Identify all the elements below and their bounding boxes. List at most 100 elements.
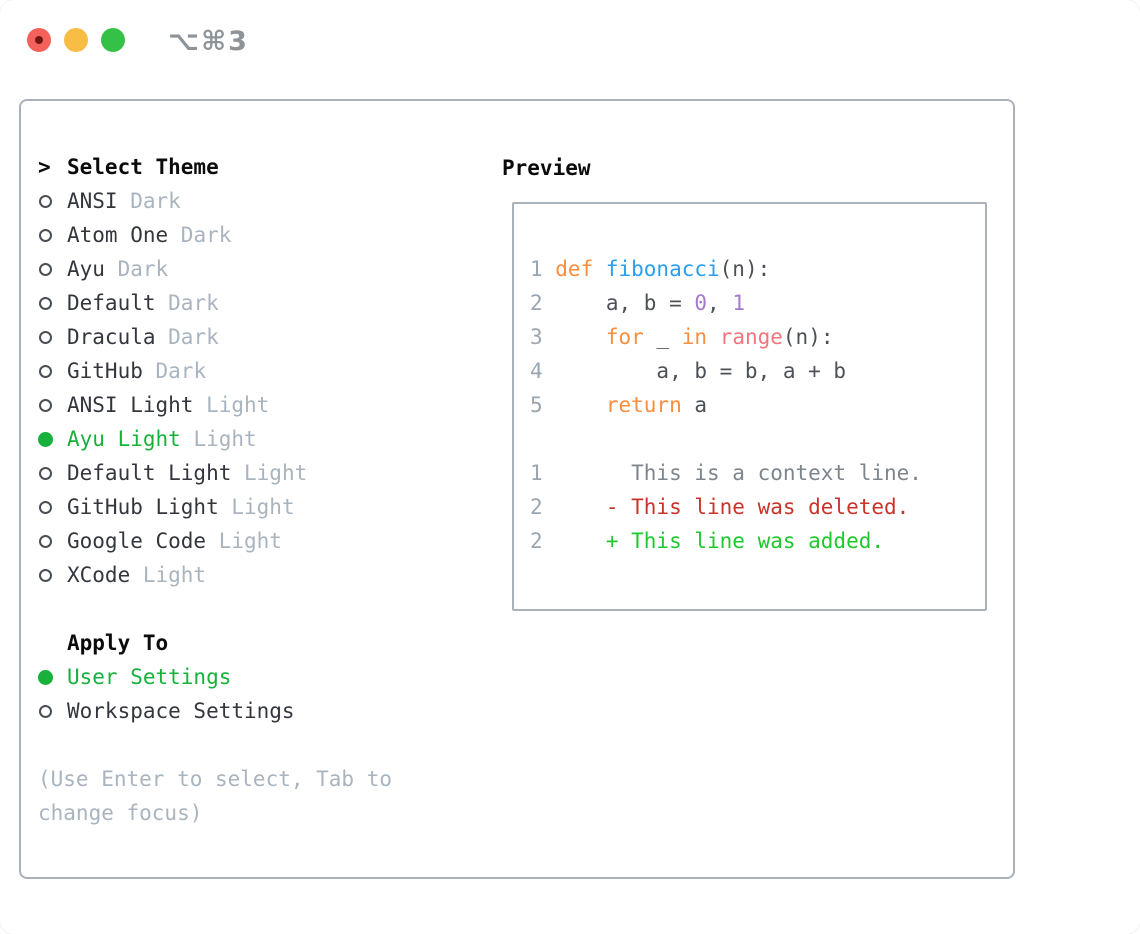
radio-cell [38,262,67,276]
code-segment-fg [555,393,606,417]
code-line: 1 This is a context line. [530,456,975,490]
code-segment-fg [707,325,720,349]
radio-icon [39,296,52,310]
radio-icon [39,466,52,480]
theme-name: ANSI Light [67,393,207,417]
theme-option-default-light-light[interactable]: Default Light Light [38,456,478,490]
prompt-caret-icon: > [38,155,51,179]
select-theme-title: Select Theme [67,155,219,179]
line-number: 2 [530,495,543,519]
code-line: 2 a, b = 0, 1 [530,286,975,320]
theme-variant: Dark [168,291,219,315]
code-segment-keyword: for [605,325,644,349]
radio-cell [38,568,67,582]
keyboard-hint: (Use Enter to select, Tab to change focu… [38,767,393,825]
radio-icon [39,500,52,514]
code-segment-number: 1 [732,291,745,315]
apply-option-user-settings[interactable]: User Settings [38,660,478,694]
theme-name: GitHub Light [67,495,232,519]
code-line: 4 a, b = b, a + b [530,354,975,388]
radio-icon [39,194,52,208]
theme-variant: Light [231,495,295,519]
theme-variant: Light [218,529,282,553]
theme-option-atom-one-dark[interactable]: Atom One Dark [38,218,478,252]
code-segment-deleted: - This line was deleted. [555,495,910,519]
line-number: 2 [530,291,543,315]
theme-variant: Dark [168,325,219,349]
radio-cell [38,296,67,310]
theme-name: Google Code [67,529,219,553]
select-theme-header: > Select Theme [38,150,478,184]
code-line [530,422,975,456]
line-number: 2 [530,529,543,553]
code-line: 2 + This line was added. [530,524,975,558]
theme-name: Ayu Light [67,427,194,451]
theme-name: Ayu [67,257,118,281]
spacer [38,728,478,762]
radio-icon [39,330,52,344]
close-button[interactable] [27,28,51,52]
line-number: 1 [530,257,543,281]
code-line: 3 for _ in range(n): [530,320,975,354]
theme-option-dracula-dark[interactable]: Dracula Dark [38,320,478,354]
code-segment-function: fibonacci [605,257,720,281]
zoom-button[interactable] [101,28,125,52]
theme-name: Atom One [67,223,181,247]
theme-option-ansi-light-light[interactable]: ANSI Light Light [38,388,478,422]
theme-option-ayu-dark[interactable]: Ayu Dark [38,252,478,286]
apply-to-header: Apply To [38,626,478,660]
theme-variant: Light [244,461,308,485]
minimize-button[interactable] [64,28,88,52]
theme-variant: Dark [155,359,207,383]
radio-icon [39,534,52,548]
code-segment-keyword: return [605,393,682,417]
window-shortcut-label: ⌥⌘3 [168,26,249,57]
line-number: 5 [530,393,543,417]
code-line: 2 - This line was deleted. [530,490,975,524]
radio-selected-icon [38,669,53,685]
theme-name: ANSI [67,189,131,213]
theme-variant: Light [142,563,207,587]
theme-variant: Light [193,427,257,451]
code-segment-fg: (n): [782,325,834,349]
theme-name: XCode [67,563,143,587]
radio-icon [39,568,52,582]
theme-option-google-code-light[interactable]: Google Code Light [38,524,478,558]
edited-dot-icon [35,36,43,44]
code-segment-fg: , [707,291,733,315]
line-number: 4 [530,359,543,383]
radio-cell [38,330,67,344]
theme-option-ansi-dark[interactable]: ANSI Dark [38,184,478,218]
preview-header: Preview [502,151,591,185]
titlebar: ⌥⌘3 [0,0,1140,80]
theme-option-github-light-light[interactable]: GitHub Light Light [38,490,478,524]
radio-icon [39,398,52,412]
spacer [38,592,478,626]
theme-option-ayu-light-light[interactable]: Ayu Light Light [38,422,478,456]
code-segment-fg: (n): [719,257,771,281]
theme-variant: Light [206,393,270,417]
theme-name: Default Light [67,461,245,485]
radio-cell [38,669,67,685]
theme-option-github-dark[interactable]: GitHub Dark [38,354,478,388]
code-segment-keyword: def [555,257,606,281]
code-segment-fg: _ [643,325,682,349]
radio-cell [38,398,67,412]
radio-icon [39,262,52,276]
radio-cell [38,704,67,718]
radio-cell [38,500,67,514]
radio-cell [38,194,67,208]
theme-option-default-dark[interactable]: Default Dark [38,286,478,320]
code-segment-number: 0 [694,291,708,315]
radio-selected-icon [38,431,53,447]
theme-option-xcode-light[interactable]: XCode Light [38,558,478,592]
apply-option-workspace-settings[interactable]: Workspace Settings [38,694,478,728]
code-segment-keyword: in [681,325,708,349]
preview-title: Preview [502,156,591,180]
code-segment-fg [555,325,606,349]
